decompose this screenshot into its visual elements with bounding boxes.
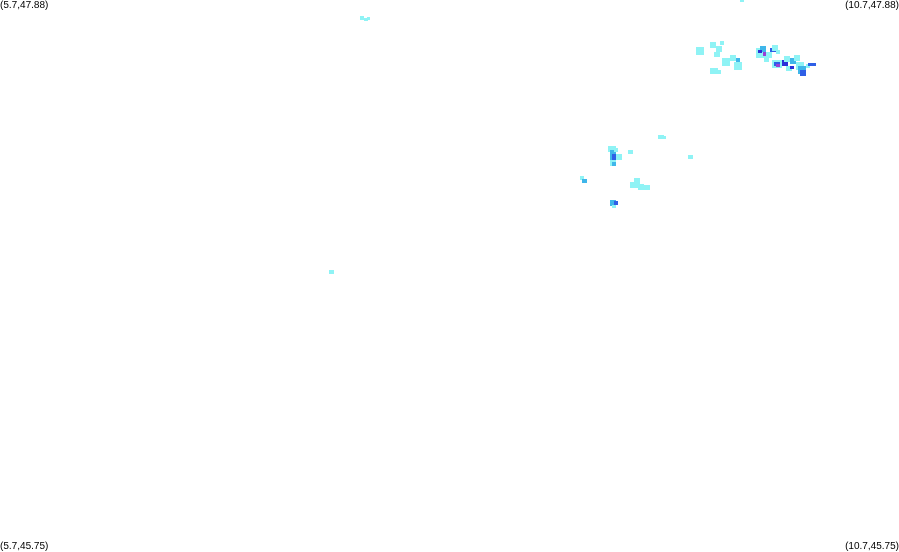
precipitation-cell bbox=[710, 42, 716, 48]
precipitation-cell bbox=[612, 154, 616, 160]
precipitation-cell bbox=[614, 148, 618, 152]
precipitation-cell bbox=[612, 205, 616, 208]
precipitation-cell bbox=[612, 162, 616, 166]
precipitation-cell bbox=[582, 179, 587, 183]
precipitation-cell bbox=[786, 66, 792, 71]
precipitation-cell bbox=[329, 270, 334, 274]
precipitation-cell bbox=[734, 62, 742, 70]
precipitation-cell bbox=[367, 17, 370, 20]
precipitation-cell bbox=[808, 63, 816, 66]
precipitation-cell bbox=[764, 58, 769, 62]
precipitation-cell bbox=[790, 66, 794, 69]
precipitation-cell bbox=[580, 176, 584, 180]
precipitation-cell bbox=[794, 55, 800, 61]
precipitation-cell bbox=[638, 184, 644, 190]
precipitation-cell bbox=[630, 182, 638, 188]
corner-label-top-right: (10.7,47.88) bbox=[845, 0, 899, 11]
precipitation-cell bbox=[776, 50, 780, 54]
precipitation-cell bbox=[800, 70, 806, 76]
precipitation-cell bbox=[714, 52, 720, 57]
precipitation-cell bbox=[688, 155, 693, 159]
precipitation-cell bbox=[730, 55, 736, 61]
precipitation-cell bbox=[616, 154, 622, 160]
precipitation-cell bbox=[658, 135, 664, 139]
precipitation-cell bbox=[722, 58, 730, 66]
precipitation-cell bbox=[710, 68, 718, 74]
corner-label-bottom-right: (10.7,45.75) bbox=[845, 541, 899, 552]
precipitation-cell bbox=[628, 150, 633, 154]
precipitation-cell bbox=[364, 18, 368, 21]
precipitation-cell bbox=[716, 46, 722, 52]
precipitation-cell bbox=[772, 45, 778, 51]
precipitation-cell bbox=[766, 52, 772, 58]
precipitation-cell bbox=[696, 47, 704, 55]
precipitation-cell bbox=[360, 16, 364, 20]
precipitation-cell bbox=[736, 58, 740, 62]
precipitation-cell bbox=[644, 185, 650, 190]
precipitation-cell bbox=[716, 70, 721, 74]
precipitation-cell bbox=[614, 201, 618, 205]
precipitation-cell bbox=[634, 178, 640, 184]
precipitation-cell bbox=[720, 41, 724, 45]
precipitation-cell bbox=[662, 136, 666, 139]
corner-label-bottom-left: (5.7,45.75) bbox=[0, 541, 49, 552]
precipitation-cell bbox=[790, 58, 796, 64]
corner-label-top-left: (5.7,47.88) bbox=[0, 0, 49, 11]
precipitation-cell bbox=[740, 0, 744, 2]
precipitation-cell bbox=[608, 146, 616, 152]
precipitation-cell bbox=[760, 46, 766, 52]
precipitation-cell bbox=[782, 60, 788, 66]
precipitation-cell bbox=[758, 50, 762, 53]
precipitation-cell bbox=[784, 56, 790, 62]
precipitation-cell bbox=[776, 64, 780, 67]
precipitation-cell bbox=[763, 52, 767, 56]
precipitation-cell bbox=[610, 200, 616, 206]
